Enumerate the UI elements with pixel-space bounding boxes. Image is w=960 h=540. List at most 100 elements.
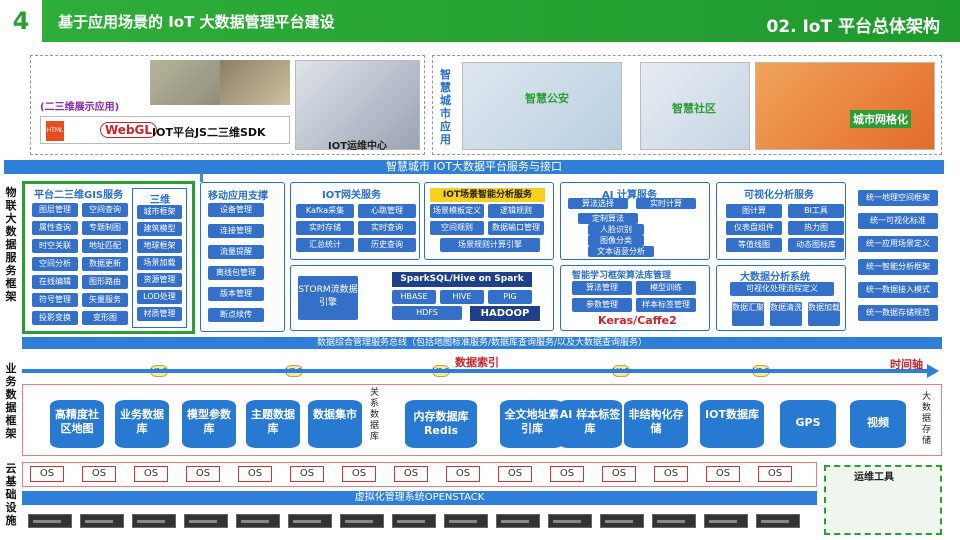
server-icon — [652, 514, 696, 528]
gis-3d-panel — [132, 188, 187, 328]
server-icon — [340, 514, 384, 528]
ai-item: 实时计算 — [636, 198, 696, 209]
gateway-title: IOT网关服务 — [322, 190, 382, 201]
bigdata-item: 数据清洗 — [770, 302, 802, 326]
bigdata-sub: 可视化处理流程定义 — [730, 282, 834, 296]
mobile-item: 断点续传 — [208, 308, 264, 322]
relational-db: 数据集市 — [308, 400, 362, 448]
os-box: OS — [446, 466, 480, 482]
sdk-label: IOT平台JS二三维SDK — [152, 126, 266, 139]
ml-item: 样本标签管理 — [636, 298, 696, 312]
spark-label: SparkSQL/Hive on Spark — [392, 272, 532, 287]
os-box: OS — [342, 466, 376, 482]
gis-3d-item: 建筑模型 — [137, 222, 182, 236]
service-bus: 数据综合管理服务总线（包括地图标准服务/数据库查询服务/以及大数据查询服务） — [22, 337, 942, 349]
bigdata-db: 视频 — [850, 400, 906, 448]
webgl-logo: WebGL — [100, 122, 158, 138]
gis-item: 地址匹配 — [82, 239, 128, 253]
ai-item: 算法选择 — [568, 198, 628, 209]
gis-item: 符号管理 — [32, 293, 78, 307]
timeline-arrow-icon — [927, 364, 939, 378]
ml-item: 模型训练 — [636, 281, 696, 295]
hdfs-label: HDFS — [392, 306, 462, 320]
sdk-box — [40, 116, 290, 144]
gis-3d-item: 资源管理 — [137, 273, 182, 287]
gis-item: 矢量服务 — [82, 293, 128, 307]
ai-item: 人脸识别 — [588, 224, 644, 235]
gis-item: 属性查询 — [32, 221, 78, 235]
gis-3d-item: 场景加载 — [137, 256, 182, 270]
gateway-item: 实时查询 — [358, 221, 416, 235]
mobile-title: 移动应用支撑 — [208, 191, 268, 202]
os-box: OS — [602, 466, 636, 482]
mobile-item: 版本管理 — [208, 287, 264, 301]
vis-item: 图计算 — [726, 204, 782, 218]
time-axis-label: 时间轴 — [890, 358, 923, 371]
relational-label: 关系数据库 — [370, 388, 380, 442]
unify-item: 统一智能分析框架 — [858, 259, 938, 275]
server-icon — [496, 514, 540, 528]
gis-item: 投影变换 — [32, 311, 78, 325]
smart-item: 数据输口管理 — [488, 221, 544, 235]
ops-tools-panel — [824, 465, 942, 535]
relational-db: 主题数据库 — [246, 400, 300, 448]
gateway-item: Kafka采集 — [296, 204, 354, 218]
bigdata-store-label: 大数据存储 — [922, 392, 932, 446]
ai-item: 定制算法 — [578, 213, 638, 224]
server-icon — [600, 514, 644, 528]
gis-item: 图形路由 — [82, 275, 128, 289]
bigdata-db: 非结构化存储 — [624, 400, 688, 448]
vis-item: 动态图标库 — [788, 238, 844, 252]
smart-item: 场景规则计算引擎 — [440, 238, 540, 252]
vis-item: 等值线图 — [726, 238, 782, 252]
server-icon — [80, 514, 124, 528]
unify-item: 统一数据接入模式 — [858, 282, 938, 298]
mobile-item: 设备管理 — [208, 203, 264, 217]
relational-db: 高精度社区地图 — [50, 400, 104, 448]
gateway-item: 汇总统计 — [296, 238, 354, 252]
mobile-item: 流量提醒 — [208, 245, 264, 259]
vis-title: 可视化分析服务 — [744, 190, 814, 201]
server-icon — [756, 514, 800, 528]
os-box: OS — [30, 466, 64, 482]
bigdata-db: 全文地址索引库 — [500, 400, 564, 448]
ai-item: 图像分类 — [588, 235, 644, 246]
smart-item: 场景模板定义 — [430, 204, 484, 218]
gis-item: 图层管理 — [32, 203, 78, 217]
side-label-iot: 物联大数据服务框架 — [5, 186, 17, 303]
ai-title: AI 计算服务 — [602, 190, 657, 201]
openstack-band: 虚拟化管理系统OPENSTACK — [22, 491, 817, 505]
bigdata-db: AI 样本标签库 — [558, 400, 622, 448]
html-logo: HTML — [46, 121, 64, 141]
server-icon — [236, 514, 280, 528]
os-box: OS — [394, 466, 428, 482]
ops-center-label: IOT运维中心 — [328, 141, 388, 152]
gis-item: 在线编辑 — [32, 275, 78, 289]
ml-title: 智能学习框架算法库管理 — [572, 271, 672, 281]
connector — [200, 174, 203, 182]
gis-item: 数据更新 — [82, 257, 128, 271]
storm-engine: STORM流数据引擎 — [298, 276, 358, 320]
scene-thumbnail — [220, 60, 290, 105]
unify-item: 统一数据存储规范 — [858, 305, 938, 321]
mobile-item: 离线包管理 — [208, 266, 264, 280]
police-app-label: 智慧公安 — [525, 92, 569, 105]
memory-db: 内存数据库Redis — [405, 400, 477, 448]
gis-item: 空间分析 — [32, 257, 78, 271]
hadoop-label: HADOOP — [470, 306, 540, 321]
os-box: OS — [290, 466, 324, 482]
service-band: 智慧城市 IOT大数据平台服务与接口 — [4, 160, 944, 174]
ops-center-image — [295, 60, 420, 150]
vis-item: BI工具 — [788, 204, 844, 218]
gis-3d-item: 城市框架 — [137, 205, 182, 219]
page-title: 基于应用场景的 IoT 大数据管理平台建设 — [58, 13, 335, 31]
server-icon — [548, 514, 592, 528]
pig-label: PIG — [488, 290, 532, 304]
vis-item: 热力图 — [788, 221, 844, 235]
index-label: 数据索引 — [455, 356, 499, 369]
display-label: (二三维展示应用) — [40, 102, 120, 113]
server-icon — [444, 514, 488, 528]
server-icon — [132, 514, 176, 528]
server-icon — [28, 514, 72, 528]
hbase-label: HBASE — [392, 290, 436, 304]
